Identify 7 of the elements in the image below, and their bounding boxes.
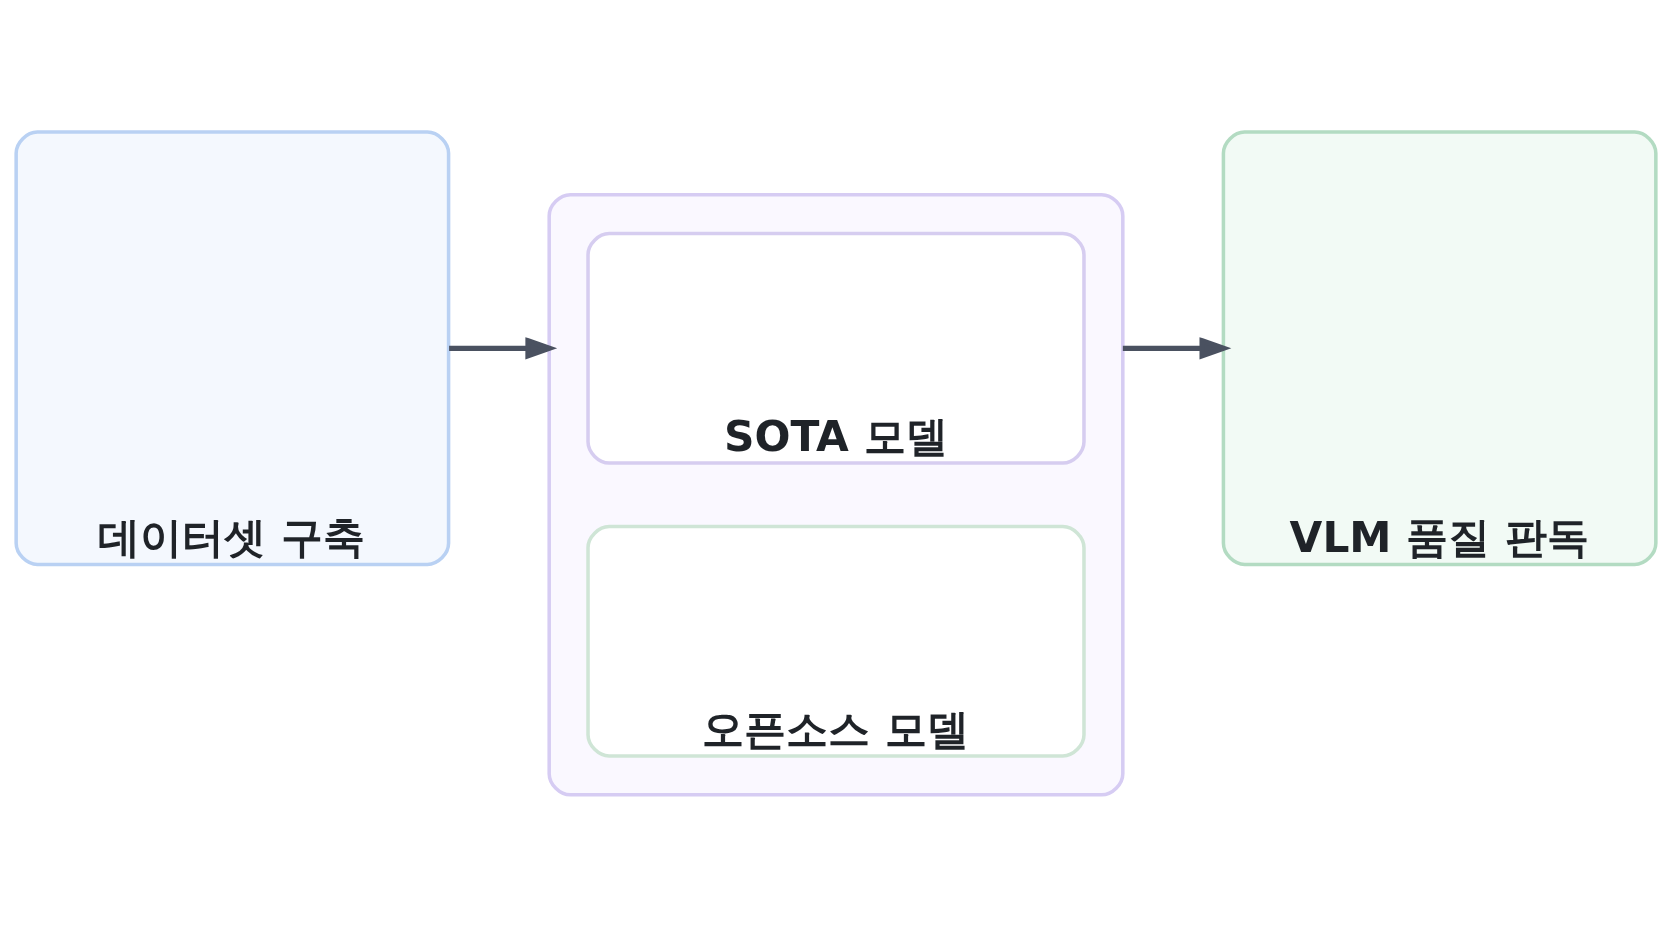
node-box: 데이터셋 구축: [14, 130, 451, 567]
node-box: 오픈소스 모델: [586, 524, 1086, 758]
cluster: [547, 192, 1125, 797]
arrow: [1122, 337, 1232, 360]
node-box: SOTA 모델: [586, 231, 1086, 465]
arrow: [449, 337, 558, 360]
node-box: VLM 품질 판독: [1221, 130, 1658, 567]
